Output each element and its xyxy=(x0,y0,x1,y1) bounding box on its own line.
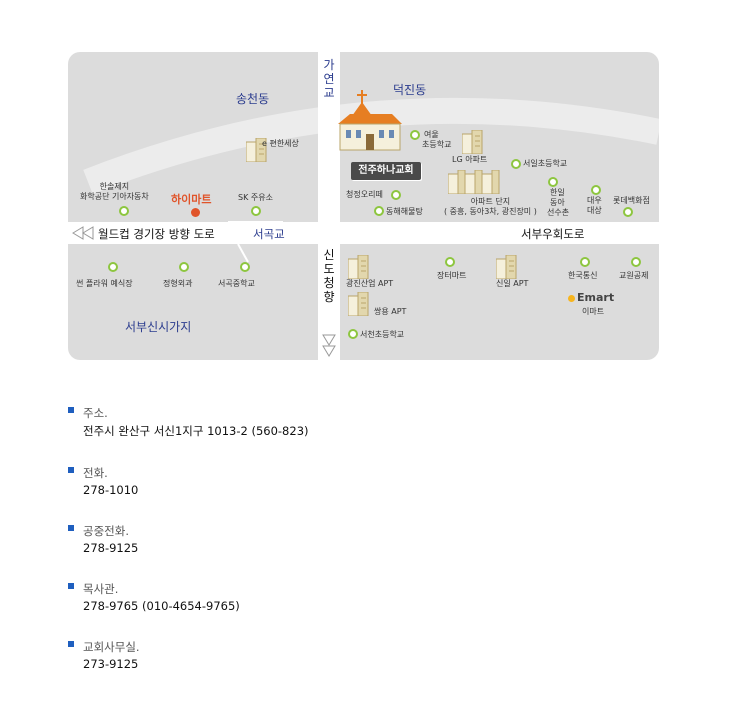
marker-icon xyxy=(179,262,189,272)
place-jangteo: 장터마트 xyxy=(437,271,467,280)
marker-icon xyxy=(410,130,420,140)
marker-icon xyxy=(511,159,521,169)
place-lotte: 롯데백화점 xyxy=(613,196,650,205)
marker-icon xyxy=(391,190,401,200)
place-gyowon: 교원공제 xyxy=(619,271,649,280)
bullet-icon xyxy=(68,641,74,647)
apartment-icon xyxy=(246,138,267,162)
marker-icon xyxy=(631,257,641,267)
himart-logo: 하이마트 xyxy=(171,193,212,206)
marker-icon xyxy=(623,207,633,217)
place-apt-complex: 아파트 단지 ( 중흥, 동아3차, 광진장미 ) xyxy=(444,197,537,216)
place-gwangjin-apt: 광진산업 APT xyxy=(346,279,394,288)
apartment-icon xyxy=(496,255,517,279)
place-hansol: 한솔제지 화학공단 기아자동차 xyxy=(80,182,149,201)
place-seoil: 서일초등학교 xyxy=(523,159,568,168)
place-lg-apt: LG 아파트 xyxy=(452,155,488,164)
marker-icon xyxy=(348,329,358,339)
location-map: 송천동 덕진동 서부신시가지 가 연 교 신 도 청 향 월드컵 경기장 방향 … xyxy=(68,52,659,360)
place-seocheon: 서천초등학교 xyxy=(360,330,405,339)
place-seogok-middle: 서곡중학교 xyxy=(218,279,255,288)
bullet-icon xyxy=(68,525,74,531)
road-seogok-bridge: 서곡교 xyxy=(253,227,285,241)
marker-icon xyxy=(374,206,384,216)
bullet-icon xyxy=(68,407,74,413)
marker-icon xyxy=(251,206,261,216)
road-sindo: 신 도 청 향 xyxy=(323,248,335,304)
place-hanil: 한일 동아 선수촌 xyxy=(547,188,570,217)
place-yeoul: 여울 초등학교 xyxy=(422,130,452,149)
marker-icon xyxy=(580,257,590,267)
apartment-icon xyxy=(348,292,369,316)
connector-lines xyxy=(228,221,283,263)
place-e-pyeonhan: e 편한세상 xyxy=(262,139,299,148)
place-daewoo: 대우 대상 xyxy=(587,196,602,215)
district-songcheon: 송천동 xyxy=(236,92,270,106)
marker-icon xyxy=(548,177,558,187)
marker-icon xyxy=(591,185,601,195)
himart-marker-icon xyxy=(191,208,200,217)
bullet-icon xyxy=(68,467,74,473)
emart-marker-icon xyxy=(568,295,575,302)
road-seobu-bypass: 서부우회도로 xyxy=(521,227,585,241)
place-donghae: 동해해물탕 xyxy=(386,207,423,216)
vertical-road xyxy=(318,52,340,360)
place-cheongjeong: 청정오리떼 xyxy=(346,190,383,199)
district-seobu: 서부신시가지 xyxy=(125,320,192,334)
church-label: 전주하나교회 xyxy=(351,162,421,180)
place-sk: SK 주유소 xyxy=(238,193,273,202)
marker-icon xyxy=(240,262,250,272)
district-deokjin: 덕진동 xyxy=(393,83,427,97)
left-arrows-icon xyxy=(72,226,94,240)
road-gayeon-bridge: 가 연 교 xyxy=(323,58,335,100)
place-ssangyong-apt: 쌍용 APT xyxy=(374,307,407,316)
horizontal-road xyxy=(68,222,659,244)
marker-icon xyxy=(119,206,129,216)
place-jeonghyeong: 정형외과 xyxy=(163,279,193,288)
apartment-complex-icon xyxy=(448,170,500,194)
bullet-icon xyxy=(68,583,74,589)
down-arrows-icon xyxy=(322,334,336,357)
church-icon xyxy=(338,90,402,151)
place-hanguk: 한국통신 xyxy=(568,271,598,280)
emart-logo: Emart xyxy=(577,291,615,304)
place-emart: 이마트 xyxy=(582,307,605,316)
apartment-icon xyxy=(462,130,483,154)
road-worldcup: 월드컵 경기장 방향 도로 xyxy=(98,227,215,241)
place-sinil-apt: 신일 APT xyxy=(496,279,529,288)
marker-icon xyxy=(445,257,455,267)
place-sun-flower: 썬 플라워 예식장 xyxy=(76,279,133,288)
apartment-icon xyxy=(348,255,369,279)
marker-icon xyxy=(108,262,118,272)
